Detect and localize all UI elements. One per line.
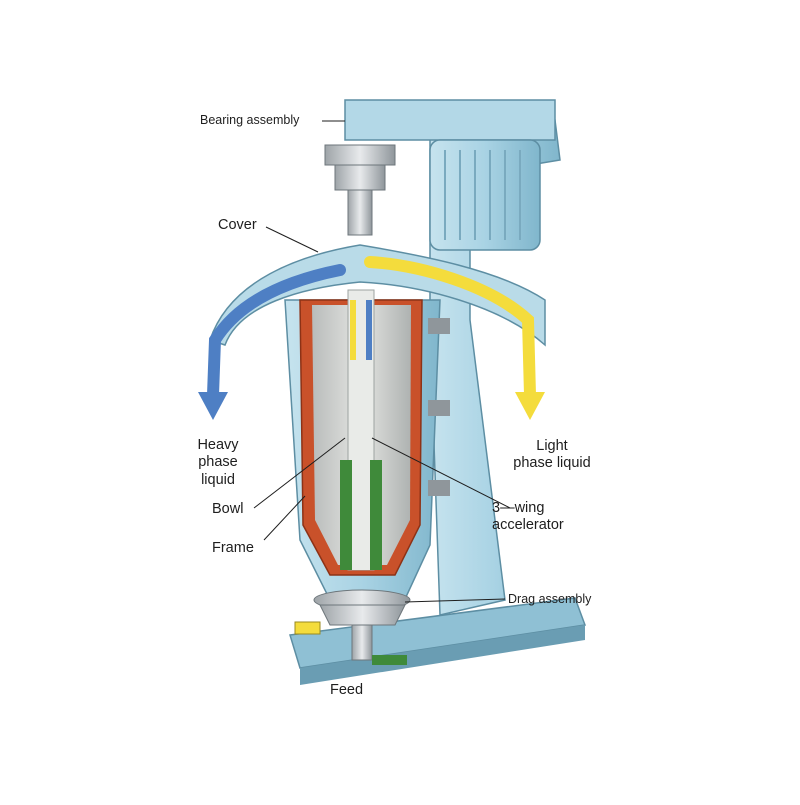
label-heavy-phase-line1: Heavy <box>197 437 239 453</box>
leader-drag <box>404 598 506 603</box>
label-accelerator-line2: accelerator <box>492 517 564 534</box>
frame-latches <box>428 318 450 496</box>
label-heavy-phase-line3: liquid <box>201 471 235 488</box>
motor <box>429 139 541 251</box>
leader-cover <box>265 226 319 253</box>
bowl <box>299 289 423 576</box>
label-heavy-phase-line2: phase <box>198 454 238 471</box>
heavy-phase-flow <box>198 264 346 420</box>
light-phase-outlet-arrow-icon <box>515 392 545 420</box>
label-heavy-phase-liquid: Heavy phase liquid <box>186 437 250 489</box>
label-bowl: Bowl <box>212 501 244 517</box>
leader-accelerator <box>371 437 511 509</box>
label-cover: Cover <box>218 217 257 233</box>
label-frame: Frame <box>212 540 254 556</box>
label-light-phase-line2: phase liquid <box>513 455 591 472</box>
drag-assembly <box>313 589 411 661</box>
label-feed: Feed <box>330 682 364 698</box>
light-phase-flow <box>364 256 545 420</box>
leader-bowl <box>253 437 346 509</box>
label-3-wing-accelerator: 3—wing accelerator <box>492 500 564 535</box>
cover <box>209 244 546 347</box>
label-light-phase-line1: Light <box>536 438 568 454</box>
heavy-phase-outlet-arrow-icon <box>198 392 228 420</box>
leader-lines <box>253 120 511 603</box>
label-light-phase-liquid: Light phase liquid <box>492 438 612 473</box>
label-bearing-assembly: Bearing assembly <box>200 113 300 127</box>
feed-inlet-icon <box>294 621 407 665</box>
leader-frame <box>263 495 306 541</box>
label-accelerator-line1: 3—wing <box>492 500 545 516</box>
bearing-assembly <box>324 144 396 236</box>
label-drag-assembly: Drag assembly <box>508 592 592 606</box>
